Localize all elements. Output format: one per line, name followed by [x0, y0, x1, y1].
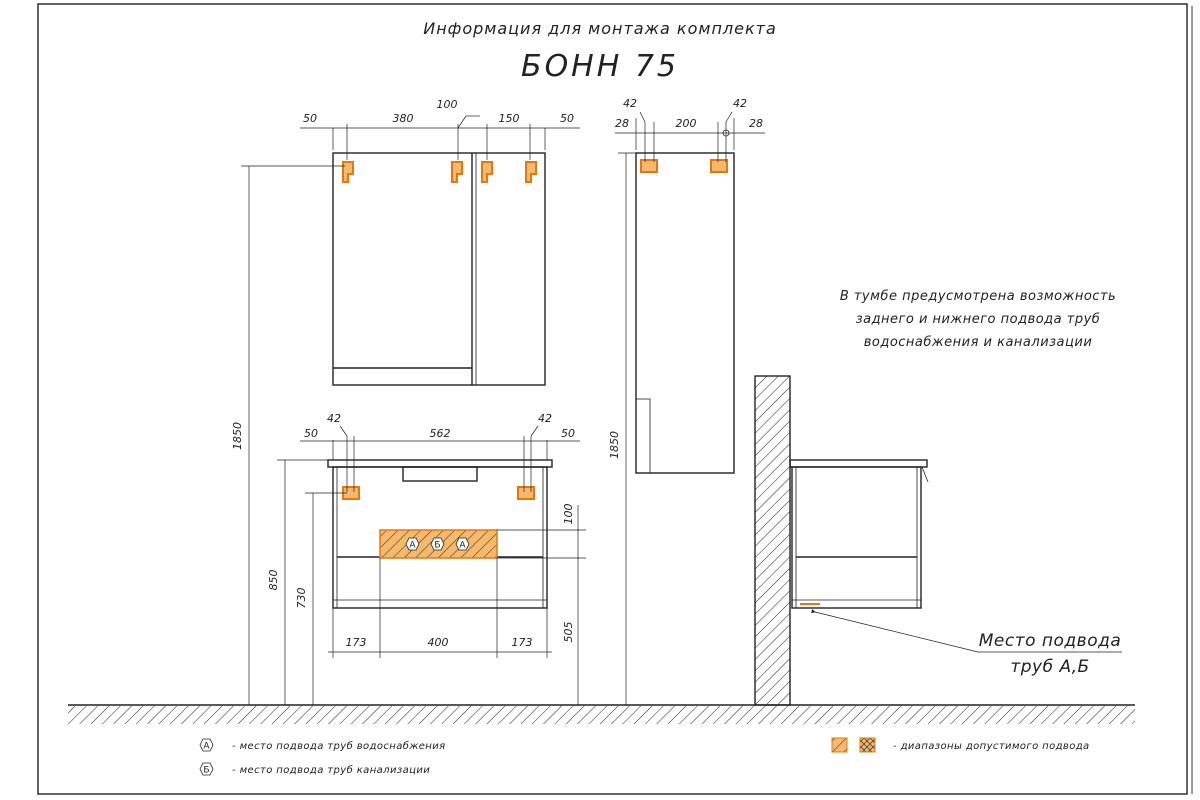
dim-mirror-380: 380	[393, 112, 414, 125]
note-line3: водоснабжения и канализации	[864, 335, 1093, 350]
legend-marker-a: А	[199, 738, 214, 752]
mirror-dimensions: 50 380 100 150 50	[300, 98, 580, 160]
pipe-callout: Место подвода труб А,Б	[811, 609, 1122, 677]
model-name: БОНН 75	[521, 49, 679, 84]
dim-front-562: 562	[430, 427, 451, 440]
drawing-title: Информация для монтажа комплекта	[423, 19, 777, 38]
dim-side-28-right: 28	[749, 117, 763, 130]
marker-a-left: А	[405, 537, 420, 551]
installation-note: В тумбе предусмотрена возможность заднег…	[840, 289, 1116, 350]
legend-cross-swatch	[859, 737, 876, 753]
side-view-cabinet	[635, 129, 735, 474]
dim-mirror-right: 50	[560, 112, 574, 125]
dim-mirror-100: 100	[437, 98, 458, 111]
dim-front-height: 1850	[231, 422, 244, 450]
legend-marker-b: Б	[199, 762, 214, 776]
note-line1: В тумбе предусмотрена возможность	[840, 289, 1116, 304]
svg-text:А: А	[203, 742, 210, 752]
dim-front-left: 50	[304, 427, 318, 440]
dim-cabinet-730: 730	[295, 588, 308, 609]
callout-line1: Место подвода	[979, 631, 1122, 651]
dim-front-right: 50	[561, 427, 575, 440]
drawing-frame	[37, 3, 1188, 795]
floor-line	[68, 704, 1135, 724]
mirror-cabinet-front	[332, 152, 546, 386]
dim-mirror-left: 50	[303, 112, 317, 125]
side-view-dimensions: 42 42 28 200 28 1850	[608, 97, 765, 705]
dim-cabinet-400: 400	[428, 636, 449, 649]
dim-cabinet-100: 100	[562, 504, 575, 525]
vertical-dimensions-right: 100 505	[497, 504, 586, 705]
vanity-cabinet-front: А Б А	[327, 459, 553, 609]
vertical-dimensions-left: 1850 850 730	[231, 165, 347, 705]
legend-hatch-swatch	[831, 737, 848, 753]
wall-section	[754, 375, 791, 706]
dim-side-200: 200	[676, 117, 697, 130]
vanity-side-view	[789, 459, 929, 609]
legend: А - место подвода труб водоснабжения Б -…	[199, 737, 1090, 776]
marker-b-center: Б	[430, 537, 445, 551]
dim-mirror-150: 150	[499, 112, 520, 125]
vanity-top-dimensions: 42 42 50 562 50	[300, 412, 580, 492]
dim-side-height: 1850	[608, 431, 621, 459]
dim-front-42-right: 42	[538, 412, 552, 425]
dim-cabinet-505: 505	[562, 622, 575, 643]
dim-front-42-left: 42	[327, 412, 341, 425]
dim-cabinet-850: 850	[267, 570, 280, 591]
legend-a-text: - место подвода труб водоснабжения	[232, 740, 446, 752]
svg-text:Б: Б	[203, 766, 209, 776]
dim-cabinet-173-left: 173	[346, 636, 367, 649]
svg-text:А: А	[459, 541, 466, 551]
callout-line2: труб А,Б	[1010, 657, 1089, 677]
marker-a-right: А	[455, 537, 470, 551]
legend-b-text: - место подвода труб канализации	[232, 764, 430, 776]
dim-side-42-right: 42	[733, 97, 747, 110]
dim-side-42-left: 42	[623, 97, 637, 110]
vanity-bottom-dimensions: 173 400 173	[328, 558, 552, 658]
legend-range-text: - диапазоны допустимого подвода	[893, 741, 1090, 752]
wall-hanger-icon	[342, 161, 537, 183]
dim-side-28-left: 28	[615, 117, 629, 130]
svg-text:А: А	[409, 541, 416, 551]
dim-cabinet-173-right: 173	[512, 636, 533, 649]
svg-text:Б: Б	[434, 541, 440, 551]
note-line2: заднего и нижнего подвода труб	[856, 312, 1101, 327]
